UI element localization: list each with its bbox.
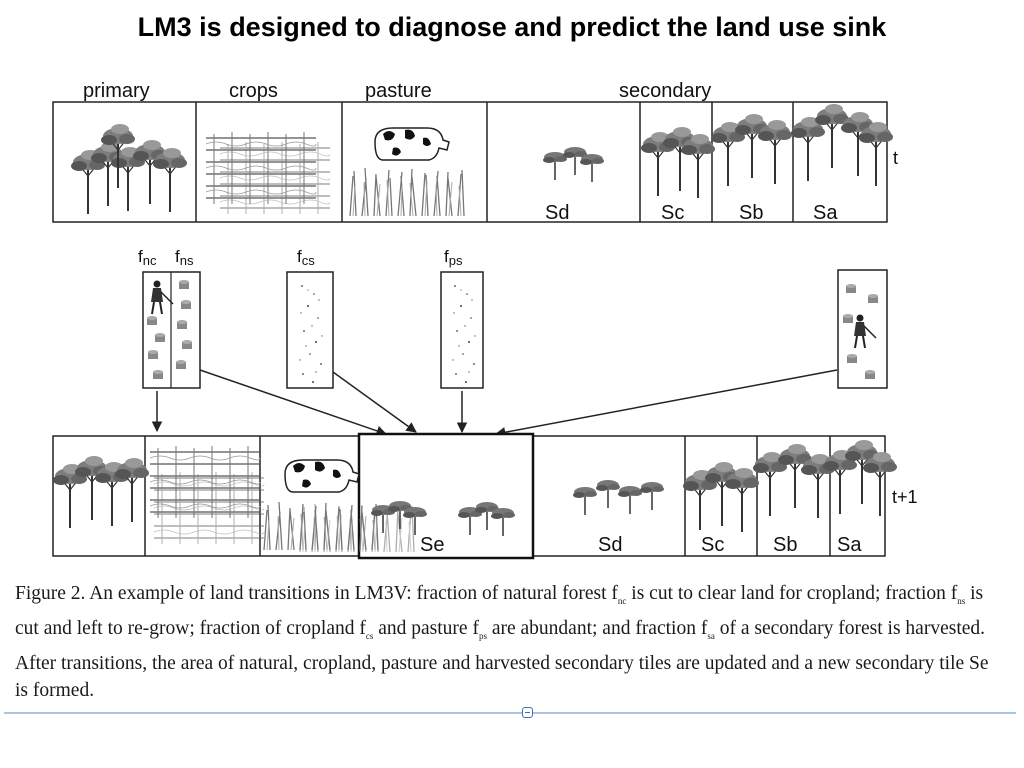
strip-fps [440,271,484,389]
tile-sa: Sa [790,103,894,224]
svg-text:Sc: Sc [661,202,684,224]
pasture-tile [349,127,465,217]
top-row-frame [52,101,888,223]
transition-arrows [151,369,838,438]
label-secondary: secondary [619,80,711,102]
svg-text:Sb: Sb [773,534,797,556]
label-fps: fps [444,247,463,268]
svg-text:Sd: Sd [545,202,569,224]
label-pasture: pasture [365,80,432,102]
figure-caption: Figure 2. An example of land transitions… [15,583,989,701]
resize-handle[interactable] [522,707,533,718]
tile-sc: Sc [640,126,716,224]
tile-sc-t1: Sc [682,461,760,556]
primary-forest-tile-t1 [52,455,150,529]
tile-sa-t1: Sa [822,439,898,556]
time-label-t1: t+1 [892,487,918,507]
crops-tile-t1 [149,445,265,545]
arrow-fsa-to-se [494,369,838,438]
arrow-fcs-to-se [332,371,417,433]
tile-sb-t1: Sb [752,443,836,556]
label-primary: primary [83,80,150,102]
svg-text:Se: Se [420,534,444,556]
svg-text:Sa: Sa [837,534,862,556]
fraction-strips: fnc fns fcs fps [138,247,888,389]
land-transition-diagram: primary crops pasture secondary Sd [52,80,918,560]
svg-text:Sb: Sb [739,202,763,224]
svg-text:Sd: Sd [598,534,622,556]
crops-tile [205,131,331,215]
label-crops: crops [229,80,278,102]
tile-sd-t1: Sd [572,479,665,556]
time-label-t: t [893,148,898,168]
tile-sb: Sb [710,113,793,224]
strip-fcs [286,271,334,389]
svg-text:Sa: Sa [813,202,838,224]
tile-sd: Sd [542,146,605,224]
selection-rule [4,712,1016,714]
arrow-fns-to-se [199,369,387,436]
label-fns: fns [175,247,194,268]
label-fnc: fnc [138,247,157,268]
top-row: primary crops pasture secondary Sd [52,80,898,224]
slide-title: LM3 is designed to diagnose and predict … [137,12,887,42]
svg-text:Sc: Sc [701,534,724,556]
label-fcs: fcs [297,247,315,268]
primary-forest-tile [70,123,188,215]
new-tile-se-frame [357,432,535,560]
bottom-row: Se Sd Sc Sb Sa t+1 [52,432,918,560]
tile-se: Se [370,500,516,556]
